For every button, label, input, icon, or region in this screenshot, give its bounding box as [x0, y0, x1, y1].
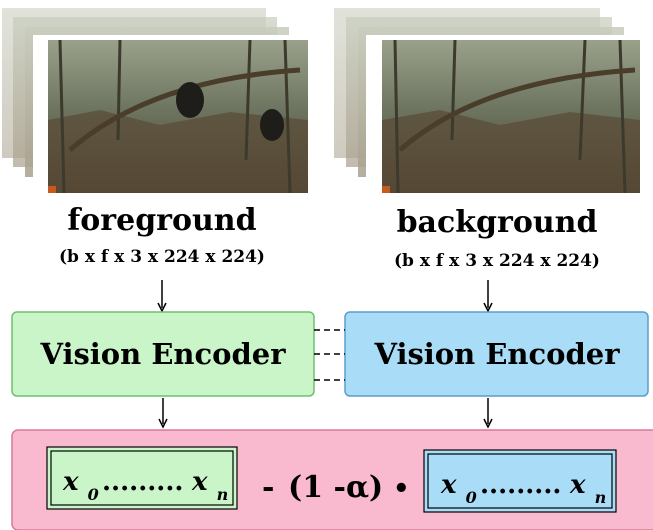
foreground-embedding-vector: x 0 ......... x n [46, 446, 238, 510]
vector-first-element: x [440, 470, 457, 500]
vector-first-subscript: 0 [466, 488, 477, 507]
arrow-encoder-left-to-output [158, 398, 168, 429]
vector-first-element: x [62, 467, 79, 497]
vision-encoder-left-label: Vision Encoder [39, 337, 286, 371]
foreground-label: foreground [67, 203, 256, 238]
vision-encoder-right-label: Vision Encoder [373, 337, 620, 371]
background-shape-label: (b x f x 3 x 224 x 224) [394, 251, 600, 271]
foreground-frame-main [48, 39, 308, 194]
arrow-background-to-encoder [483, 280, 493, 313]
chimpanzee-figure [260, 109, 284, 141]
foreground-shape-label: (b x f x 3 x 224 x 224) [59, 247, 265, 267]
vector-ellipsis: ......... [102, 467, 183, 497]
svg-text:x 0 .........: x 0 ......... x n [440, 470, 606, 510]
vector-ellipsis: ......... [480, 470, 561, 500]
foreground-frame-stack [2, 8, 308, 194]
background-frame-main [382, 39, 640, 194]
vector-last-subscript: n [595, 488, 607, 507]
vector-last-element: x [569, 470, 586, 500]
svg-text:x 0 .........: x 0 ......... x n [62, 467, 228, 507]
operator-minus: - [262, 470, 274, 505]
background-frame-stack [334, 8, 640, 194]
vector-last-element: x [191, 467, 208, 497]
operator-one-minus-alpha: (1 -α) [288, 470, 383, 505]
background-embedding-vector: x 0 ......... x n [423, 449, 617, 513]
vector-first-subscript: 0 [88, 485, 99, 504]
chimpanzee-figure [176, 82, 204, 118]
shared-weights-connector [314, 329, 345, 381]
background-label: background [397, 205, 598, 240]
operator-multiply-dot: • [393, 474, 410, 504]
vector-last-subscript: n [217, 485, 229, 504]
arrow-encoder-right-to-output [483, 398, 493, 429]
arrow-foreground-to-encoder [157, 280, 167, 313]
